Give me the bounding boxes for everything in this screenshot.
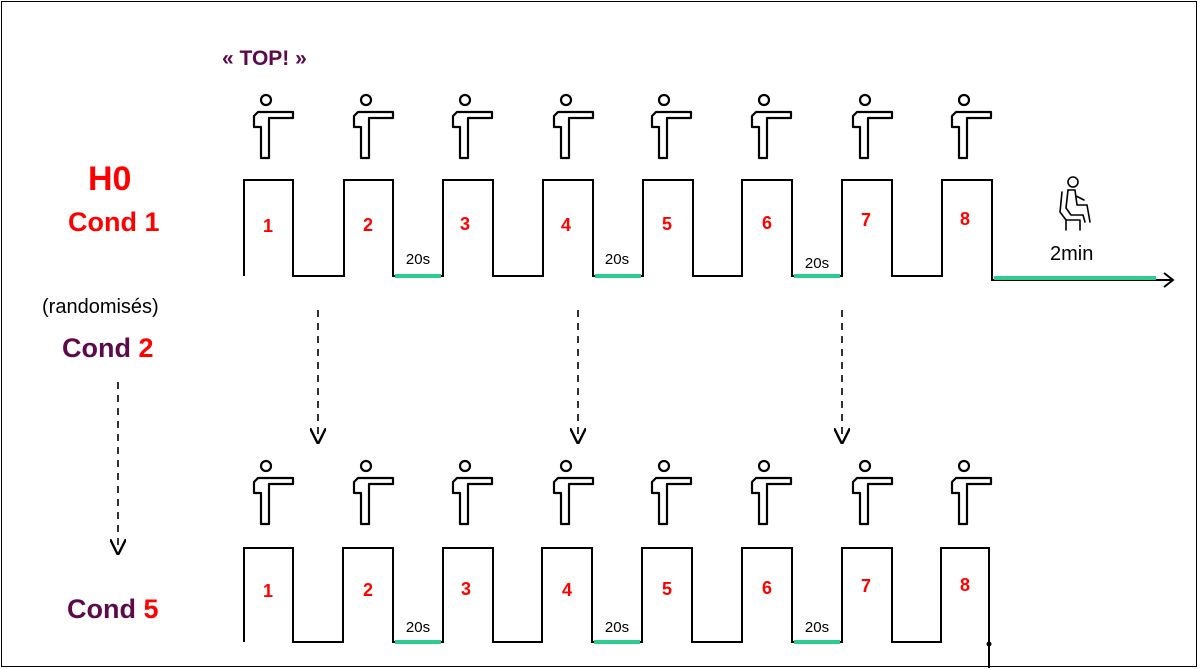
end-marker — [986, 641, 992, 647]
trial-number: 3 — [461, 579, 471, 599]
trial-number: 5 — [662, 214, 672, 234]
cond-number: 2 — [138, 333, 154, 363]
standing-person-pointing-icon — [650, 459, 693, 526]
standing-person-pointing-icon — [451, 93, 494, 160]
trial-number: 4 — [562, 580, 572, 600]
trial-number: 2 — [363, 215, 373, 235]
trial-number: 1 — [263, 216, 273, 236]
standing-person-pointing-icon — [950, 459, 993, 526]
trial-number: 3 — [460, 214, 470, 234]
standing-person-pointing-icon — [552, 93, 595, 160]
rest-duration-label: 20s — [605, 251, 629, 268]
standing-person-pointing-icon — [851, 93, 894, 160]
cond-word: Cond — [67, 594, 136, 624]
cond-number: 5 — [143, 594, 159, 624]
time-axis-arrow-head — [1163, 272, 1175, 288]
standing-person-pointing-icon — [352, 459, 395, 526]
trial-number: 2 — [363, 580, 373, 600]
standing-person-pointing-icon — [950, 93, 993, 160]
standing-person-pointing-icon — [252, 93, 295, 160]
standing-person-pointing-icon — [252, 459, 295, 526]
trial-number: 8 — [960, 209, 970, 229]
condition-2-label: Cond 2 — [62, 333, 154, 364]
top-signal-label: « TOP! » — [222, 47, 307, 70]
trial-number: 8 — [960, 575, 970, 595]
cond-word: Cond — [68, 207, 137, 237]
cond-number: 1 — [144, 207, 160, 237]
randomised-note: (randomisés) — [42, 296, 159, 318]
standing-person-pointing-icon — [650, 93, 693, 160]
seated-person-icon — [1059, 176, 1091, 231]
cond-word: Cond — [62, 333, 131, 363]
trial-number: 6 — [762, 213, 772, 233]
trial-number: 4 — [561, 215, 571, 235]
standing-person-pointing-icon — [851, 459, 894, 526]
pulse-waveform-row2 — [243, 547, 990, 668]
pulse-waveform-row1 — [243, 179, 1172, 281]
condition-5-label: Cond 5 — [67, 594, 159, 625]
standing-person-pointing-icon — [750, 93, 793, 160]
rest-duration-label: 20s — [406, 619, 430, 636]
rest-duration-label: 20s — [805, 255, 829, 272]
trial-number: 7 — [861, 576, 871, 596]
standing-person-pointing-icon — [352, 93, 395, 160]
rest-duration-label: 20s — [406, 251, 430, 268]
trial-number: 1 — [263, 581, 273, 601]
h0-label: H0 — [88, 160, 132, 198]
final-rest-duration-label: 2min — [1050, 243, 1094, 265]
standing-person-pointing-icon — [451, 459, 494, 526]
trial-number: 7 — [861, 210, 871, 230]
condition-1-label: Cond 1 — [68, 207, 160, 238]
standing-person-pointing-icon — [750, 459, 793, 526]
trial-number: 5 — [662, 579, 672, 599]
standing-person-pointing-icon — [552, 459, 595, 526]
rest-duration-label: 20s — [605, 619, 629, 636]
trial-number: 6 — [762, 578, 772, 598]
rest-duration-label: 20s — [805, 619, 829, 636]
